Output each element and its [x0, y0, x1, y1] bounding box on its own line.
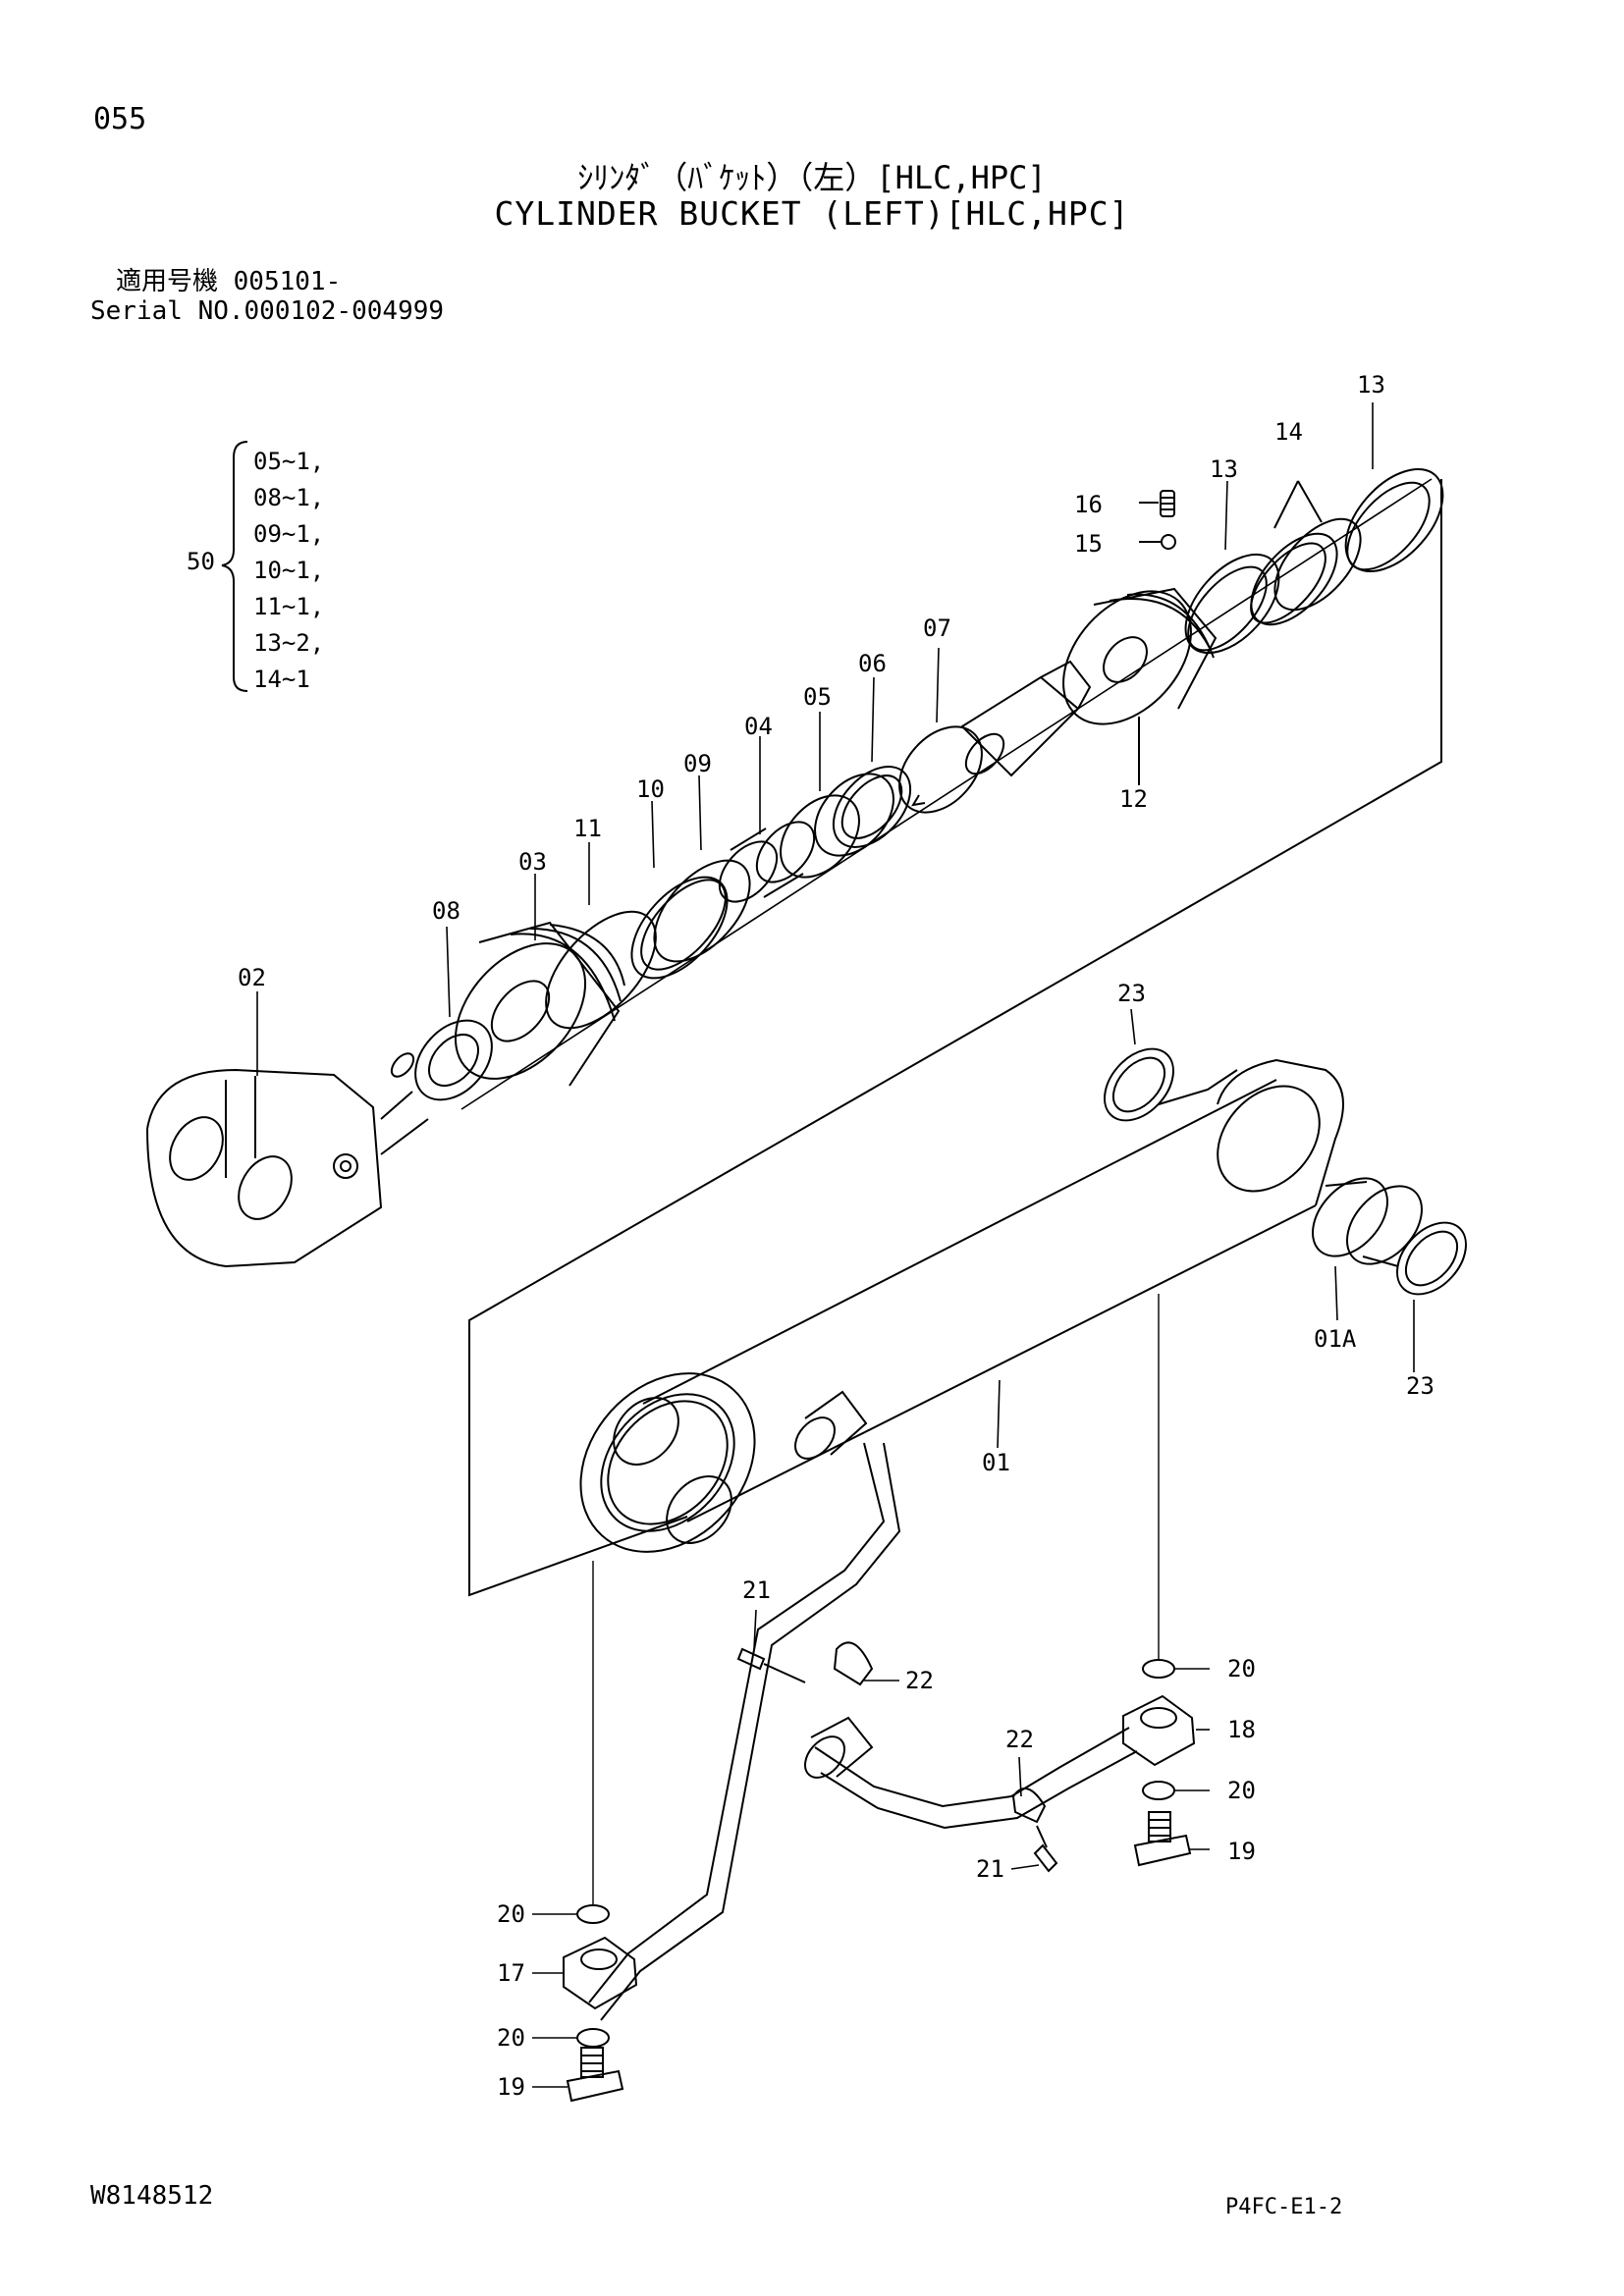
part-20-o-ring [1142, 1781, 1175, 1800]
part-11-o-ring [545, 910, 657, 1030]
callout-14: 14 [1274, 418, 1303, 446]
seal-kit-label: 50 [187, 548, 215, 575]
part-04-collar [718, 821, 816, 903]
part-20-o-ring [576, 2028, 610, 2048]
part-09-backup-ring [653, 859, 751, 963]
callout-22: 22 [905, 1667, 934, 1694]
part-14-seal [1250, 480, 1362, 626]
seal-kit-item: 14~1 [253, 666, 310, 693]
callout-18: 18 [1227, 1716, 1256, 1743]
callout-11: 11 [573, 815, 602, 842]
document-code: W8148512 [90, 2181, 214, 2211]
part-18-flange-block [1122, 1694, 1196, 1767]
callout-23: 23 [1406, 1372, 1435, 1400]
part-21-bolt [736, 1647, 806, 1683]
callout-03: 03 [518, 848, 547, 876]
callout-20: 20 [497, 2024, 525, 2052]
part-pipe-head-side [804, 1716, 1138, 1830]
callout-09: 09 [683, 750, 712, 777]
part-05-cushion-ring [780, 773, 894, 879]
part-16-set-screw [1139, 490, 1175, 517]
seal-kit-item: 13~2, [253, 629, 325, 657]
callout-06: 06 [858, 650, 887, 677]
callout-20: 20 [497, 1900, 525, 1928]
part-13-wear-ring [1184, 553, 1280, 655]
callout-17: 17 [497, 1959, 525, 1987]
part-pipe-rod-side [588, 1390, 901, 2021]
part-22-clamp [1011, 1788, 1047, 1824]
part-08-dust-seal [414, 1019, 493, 1101]
seal-kit-item: 09~1, [253, 520, 325, 548]
seal-kit-item: 11~1, [253, 593, 325, 620]
serial-range-japanese: 適用号機 005101- [116, 267, 342, 296]
callout-21: 21 [742, 1576, 771, 1604]
part-03-rod-cover [454, 921, 625, 1087]
seal-kit-item: 05~1, [253, 448, 325, 475]
part-01-cylinder-tube [579, 1058, 1344, 1553]
callout-01: 01 [982, 1449, 1010, 1476]
callout-13: 13 [1357, 371, 1385, 399]
callout-20: 20 [1227, 1777, 1256, 1804]
part-23-dust-seal [1104, 1047, 1174, 1122]
part-19-banjo-bolt [566, 2047, 624, 2103]
callout-22: 22 [1005, 1726, 1034, 1753]
sheet-code: P4FC-E1-2 [1225, 2195, 1343, 2219]
callout-16: 16 [1074, 491, 1103, 518]
part-19-banjo-bolt [1133, 1811, 1192, 1867]
seal-kit-item: 10~1, [253, 557, 325, 584]
part-21-bolt [1033, 1825, 1058, 1873]
part-23-dust-seal [1396, 1221, 1467, 1296]
callout-07: 07 [923, 614, 951, 642]
title-english: CYLINDER BUCKET (LEFT)[HLC,HPC] [494, 194, 1130, 233]
part-20-o-ring [576, 1904, 610, 1924]
callout-01a: 01A [1314, 1325, 1357, 1353]
callout-04: 04 [744, 713, 773, 740]
part-12-piston [1062, 587, 1218, 785]
callout-20: 20 [1227, 1655, 1256, 1682]
seal-kit-item: 08~1, [253, 484, 325, 511]
part-17-flange-block [563, 1936, 638, 2010]
callout-05: 05 [803, 683, 832, 711]
page-number: 055 [93, 102, 147, 136]
callout-19: 19 [497, 2073, 525, 2101]
callout-19: 19 [1227, 1838, 1256, 1865]
part-20-o-ring [1142, 1659, 1175, 1679]
part-15-steel-ball [1139, 534, 1176, 550]
part-22-clamp [833, 1641, 874, 1686]
callout-15: 15 [1074, 530, 1103, 558]
callout-08: 08 [432, 897, 460, 925]
title-japanese: ｼﾘﾝﾀﾞ（ﾊﾞｹｯﾄ）（左）[HLC,HPC] [577, 159, 1047, 196]
callout-10: 10 [636, 775, 665, 803]
part-01a-bushing [1311, 1177, 1424, 1267]
callout-23: 23 [1117, 980, 1146, 1007]
callout-12: 12 [1119, 785, 1148, 813]
seal-kit-brace [221, 441, 248, 692]
rod-end-nut [960, 660, 1092, 777]
callout-13: 13 [1210, 455, 1238, 483]
part-10-seal [630, 876, 729, 980]
part-02-piston-rod [146, 1052, 429, 1268]
callout-21: 21 [976, 1855, 1004, 1883]
serial-range-english: Serial NO.000102-004999 [90, 296, 445, 326]
callout-02: 02 [238, 964, 266, 991]
assembly-boundary-line [468, 479, 1442, 1597]
